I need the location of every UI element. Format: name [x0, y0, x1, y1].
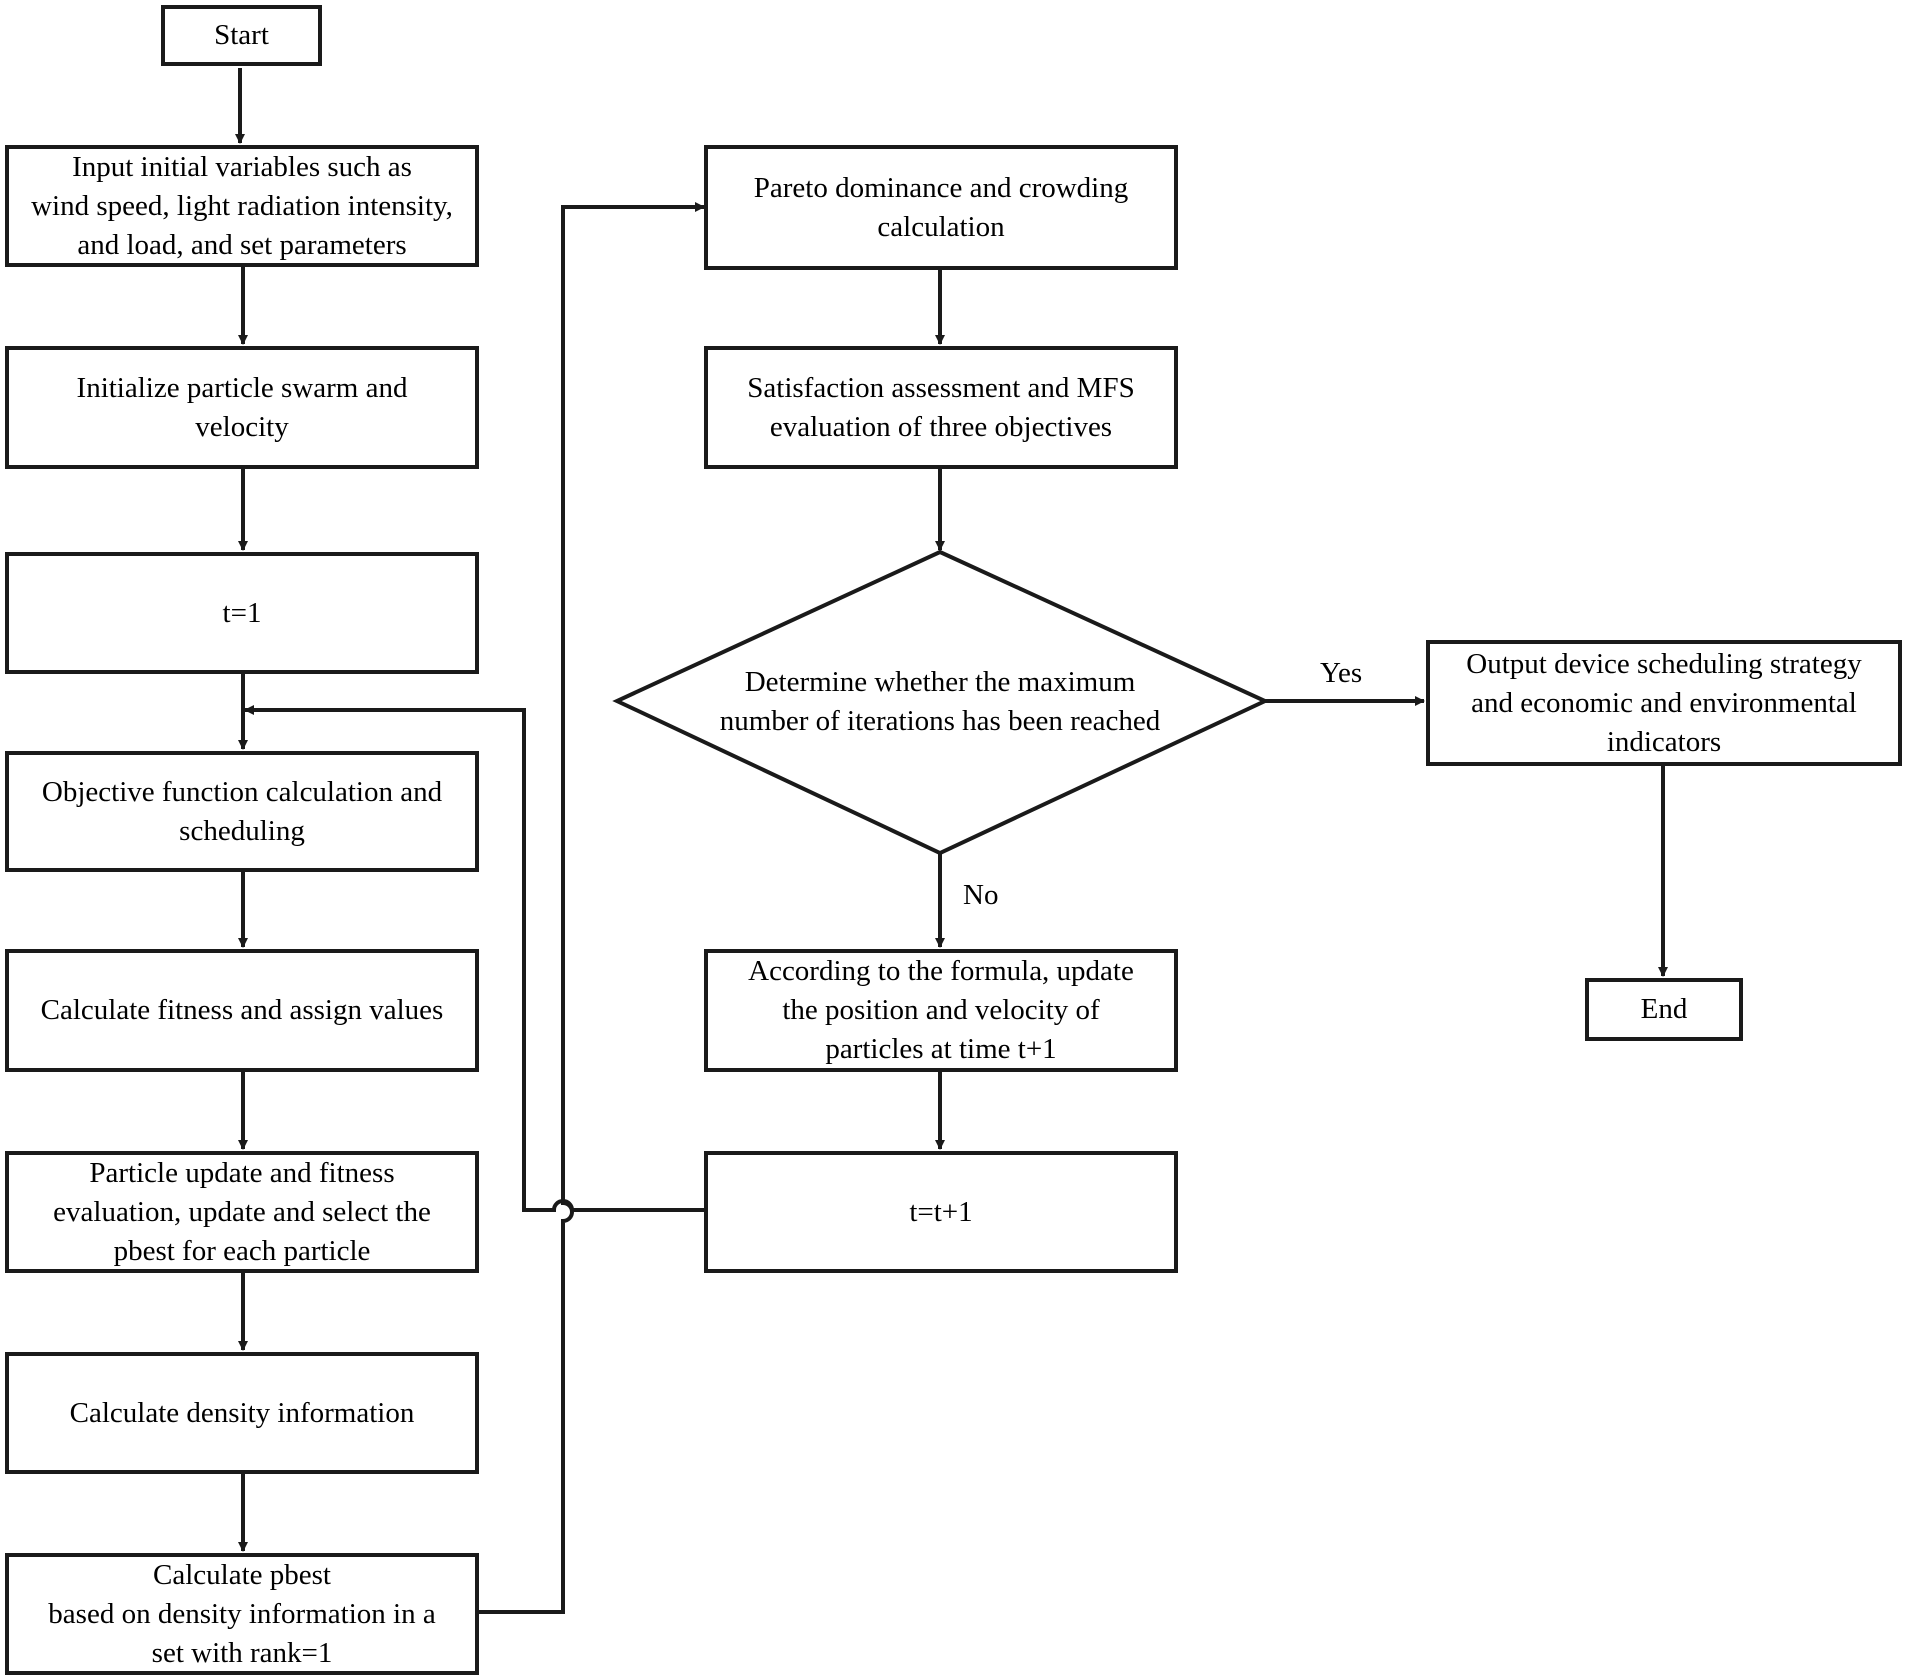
- objective-node: Objective function calculation and sched…: [5, 751, 479, 872]
- output-node: Output device scheduling strategy and ec…: [1426, 640, 1902, 766]
- density-label: Calculate density information: [69, 1396, 415, 1429]
- decision-diamond-shape: [612, 549, 1270, 856]
- pbest-node: Calculate pbest based on density informa…: [5, 1553, 479, 1675]
- objective-label: Objective function calculation and sched…: [41, 775, 443, 847]
- t1-label: t=1: [222, 596, 262, 629]
- formula-node: According to the formula, update the pos…: [704, 949, 1178, 1072]
- pbest-label: Calculate pbest based on density informa…: [48, 1558, 436, 1669]
- fitness-label: Calculate fitness and assign values: [40, 994, 444, 1026]
- input-label: Input initial variables such as wind spe…: [31, 150, 453, 261]
- pareto-label: Pareto dominance and crowding calculatio…: [753, 171, 1129, 243]
- input-node: Input initial variables such as wind spe…: [5, 145, 479, 267]
- formula-label: According to the formula, update the pos…: [748, 955, 1134, 1065]
- init-label: Initialize particle swarm and velocity: [76, 371, 408, 443]
- pareto-node: Pareto dominance and crowding calculatio…: [704, 145, 1178, 270]
- no-label: No: [963, 879, 999, 911]
- decision-label: Determine whether the maximum number of …: [719, 666, 1161, 737]
- end-node: End: [1585, 978, 1743, 1041]
- tinc-node: t=t+1: [704, 1151, 1178, 1273]
- init-node: Initialize particle swarm and velocity: [5, 346, 479, 469]
- fitness-node: Calculate fitness and assign values: [5, 949, 479, 1072]
- arrow-tinc-to-objective: [244, 705, 704, 1212]
- satisfaction-label: Satisfaction assessment and MFS evaluati…: [747, 371, 1135, 443]
- arrow-pbest-to-pareto: [477, 202, 705, 1614]
- end-label: End: [1640, 993, 1688, 1025]
- tinc-label: t=t+1: [909, 1195, 973, 1228]
- yes-label: Yes: [1320, 657, 1363, 689]
- update-label: Particle update and fitness evaluation, …: [53, 1156, 431, 1267]
- density-node: Calculate density information: [5, 1352, 479, 1474]
- start-node: Start: [161, 5, 322, 66]
- decision-node: Determine whether the maximum number of …: [640, 652, 1240, 752]
- start-label: Start: [214, 19, 269, 51]
- update-node: Particle update and fitness evaluation, …: [5, 1151, 479, 1273]
- t1-node: t=1: [5, 552, 479, 674]
- satisfaction-node: Satisfaction assessment and MFS evaluati…: [704, 346, 1178, 469]
- output-label: Output device scheduling strategy and ec…: [1466, 647, 1862, 758]
